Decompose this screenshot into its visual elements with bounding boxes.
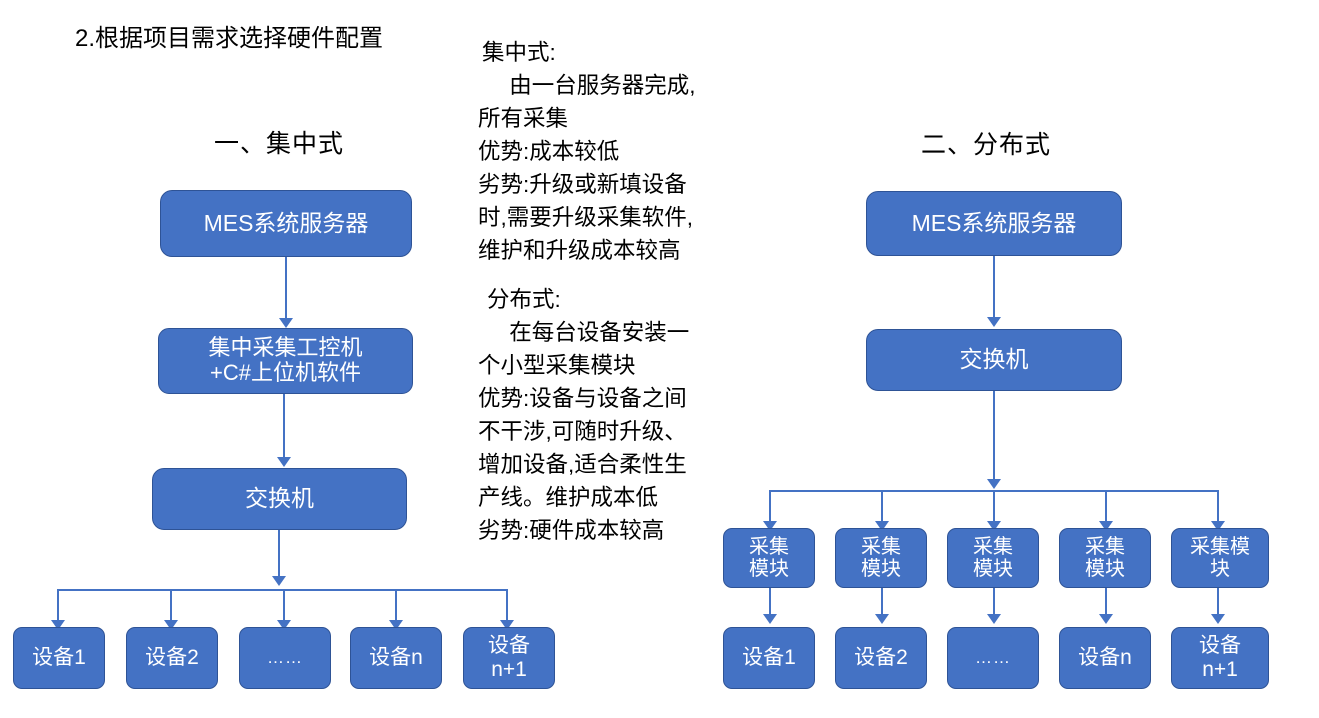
arrowhead-dist-switch-to-bus: [987, 479, 1001, 489]
distributed-device-label: 设备1: [742, 646, 796, 670]
arrowhead-dist-device-1: [763, 614, 777, 624]
arrowhead-device-1: [51, 620, 65, 630]
note-centralized-pros: 优势:成本较低: [478, 139, 620, 164]
distributed-module-label: 采集 模块: [749, 535, 789, 580]
centralized-device-box[interactable]: 设备n: [350, 627, 442, 689]
connector-dist-server-to-switch: [993, 256, 996, 318]
arrowhead-dist-server-to-switch: [987, 317, 1001, 327]
connector-module-2-to-device: [881, 588, 884, 616]
distributed-module-label: 采集 模块: [973, 535, 1013, 580]
distributed-device-box[interactable]: 设备 n+1: [1171, 627, 1269, 689]
distributed-device-box[interactable]: 设备n: [1059, 627, 1151, 689]
centralized-device-box[interactable]: 设备 n+1: [463, 627, 555, 689]
distributed-module-label: 采集 模块: [1085, 535, 1125, 580]
arrowhead-module-3: [987, 521, 1001, 531]
connector-bus-to-module-3: [993, 490, 996, 523]
connector-bus-to-device-1: [57, 589, 60, 622]
arrowhead-dist-device-4: [1099, 614, 1113, 624]
arrowhead-server-to-collector: [279, 318, 293, 328]
arrowhead-module-2: [875, 521, 889, 531]
note-distributed-body: 在每台设备安装一 个小型采集模块: [478, 320, 690, 378]
centralized-device-box[interactable]: ……: [239, 627, 331, 689]
connector-server-to-collector: [285, 257, 288, 319]
note-centralized-title: 集中式:: [482, 40, 556, 65]
connector-module-5-to-device: [1217, 588, 1220, 616]
distributed-device-label: ……: [975, 648, 1011, 668]
connector-switch-to-bus: [278, 530, 281, 578]
page-title: 2.根据项目需求选择硬件配置: [75, 25, 384, 52]
connector-bus-to-device-3: [283, 589, 286, 622]
connector-bus-to-module-5: [1217, 490, 1220, 523]
centralized-switch-label: 交换机: [245, 485, 314, 512]
centralized-device-label: 设备1: [32, 646, 86, 670]
note-distributed-cons: 劣势:硬件成本较高: [478, 518, 665, 543]
distributed-device-label: 设备2: [854, 646, 908, 670]
connector-module-4-to-device: [1105, 588, 1108, 616]
connector-bus-to-device-4: [395, 589, 398, 622]
connector-bus-to-device-2: [170, 589, 173, 622]
arrowhead-dist-device-2: [875, 614, 889, 624]
distributed-module-box[interactable]: 采集模 块: [1171, 528, 1269, 588]
note-centralized-cons: 劣势:升级或新填设备 时,需要升级采集软件, 维护和升级成本较高: [478, 172, 694, 263]
connector-module-1-to-device: [769, 588, 772, 616]
distributed-module-box[interactable]: 采集 模块: [947, 528, 1039, 588]
distributed-device-label: 设备 n+1: [1199, 634, 1241, 681]
connector-bus-to-module-1: [769, 490, 772, 523]
connector-dist-switch-to-bus: [993, 391, 996, 481]
centralized-switch-node[interactable]: 交换机: [152, 468, 407, 530]
distributed-device-box[interactable]: ……: [947, 627, 1039, 689]
centralized-device-label: 设备 n+1: [488, 634, 530, 681]
centralized-device-bus: [57, 589, 507, 592]
distributed-section-title: 二、分布式: [921, 131, 1052, 159]
distributed-device-box[interactable]: 设备2: [835, 627, 927, 689]
connector-bus-to-device-5: [506, 589, 509, 622]
connector-bus-to-module-2: [881, 490, 884, 523]
distributed-module-label: 采集模 块: [1190, 535, 1250, 580]
distributed-module-box[interactable]: 采集 模块: [1059, 528, 1151, 588]
connector-bus-to-module-4: [1105, 490, 1108, 523]
connector-collector-to-switch: [283, 394, 286, 458]
centralized-collector-label: 集中采集工控机 +C#上位机软件: [208, 335, 363, 385]
centralized-device-label: 设备2: [145, 646, 199, 670]
distributed-server-label: MES系统服务器: [911, 209, 1077, 236]
centralized-device-label: ……: [267, 648, 303, 668]
centralized-device-label: 设备n: [369, 646, 423, 670]
arrowhead-collector-to-switch: [277, 457, 291, 467]
arrowhead-dist-device-5: [1211, 614, 1225, 624]
distributed-module-box[interactable]: 采集 模块: [835, 528, 927, 588]
centralized-server-label: MES系统服务器: [203, 209, 369, 236]
arrowhead-device-2: [164, 620, 178, 630]
distributed-module-label: 采集 模块: [861, 535, 901, 580]
centralized-device-box[interactable]: 设备1: [13, 627, 105, 689]
distributed-module-box[interactable]: 采集 模块: [723, 528, 815, 588]
centralized-device-box[interactable]: 设备2: [126, 627, 218, 689]
arrowhead-device-5: [500, 620, 514, 630]
centralized-section-title: 一、集中式: [214, 130, 345, 158]
distributed-switch-node[interactable]: 交换机: [866, 329, 1122, 391]
arrowhead-switch-to-bus: [272, 576, 286, 586]
distributed-server-node[interactable]: MES系统服务器: [866, 191, 1122, 256]
arrowhead-device-4: [389, 620, 403, 630]
centralized-collector-node[interactable]: 集中采集工控机 +C#上位机软件: [158, 328, 413, 394]
arrowhead-dist-device-3: [987, 614, 1001, 624]
arrowhead-device-3: [277, 620, 291, 630]
distributed-device-label: 设备n: [1078, 646, 1132, 670]
arrowhead-module-4: [1099, 521, 1113, 531]
arrowhead-module-1: [763, 521, 777, 531]
note-distributed-pros: 优势:设备与设备之间 不干涉,可随时升级、 增加设备,适合柔性生 产线。维护成本…: [478, 386, 687, 510]
connector-module-3-to-device: [993, 588, 996, 616]
distributed-switch-label: 交换机: [959, 346, 1029, 373]
centralized-server-node[interactable]: MES系统服务器: [160, 190, 412, 257]
distributed-device-box[interactable]: 设备1: [723, 627, 815, 689]
arrowhead-module-5: [1211, 521, 1225, 531]
note-centralized-body: 由一台服务器完成, 所有采集: [478, 73, 696, 131]
note-distributed-title: 分布式:: [487, 287, 561, 312]
